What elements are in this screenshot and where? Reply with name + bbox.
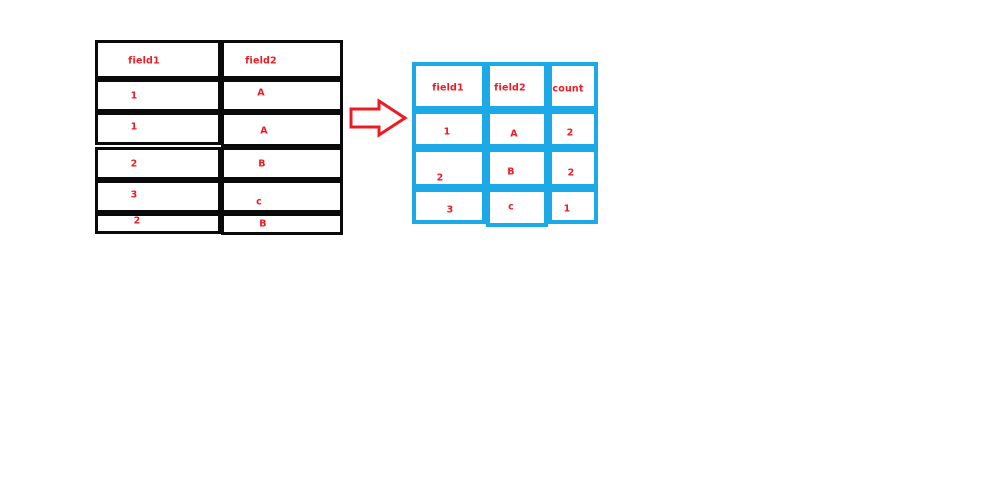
source-cell-r1c0: 1 xyxy=(130,121,138,133)
result-cell-r0c1: A xyxy=(510,128,518,140)
table-row xyxy=(95,213,221,234)
table-row xyxy=(486,148,548,188)
result-cell-r0c2: 2 xyxy=(566,127,574,139)
table-row xyxy=(412,110,486,148)
table-cell xyxy=(221,40,343,79)
source-cell-r4c0: 2 xyxy=(133,215,141,227)
table-cell xyxy=(486,62,548,110)
source-cell-r2c0: 2 xyxy=(130,158,138,170)
source-cell-r0c0: 1 xyxy=(130,90,138,102)
table-row xyxy=(95,79,221,112)
result-cell-r1c2: 2 xyxy=(567,167,575,179)
table-row xyxy=(221,180,343,213)
table-row xyxy=(221,112,343,147)
table-row xyxy=(221,79,343,112)
table-row xyxy=(221,213,343,235)
result-header-count: count xyxy=(552,83,584,95)
table-row xyxy=(221,147,343,180)
result-header-field1: field1 xyxy=(432,82,464,94)
source-cell-r3c0: 3 xyxy=(130,189,138,201)
result-cell-r2c1: c xyxy=(508,201,514,213)
table-cell xyxy=(548,62,598,110)
table-row xyxy=(95,112,221,145)
table-row xyxy=(486,188,548,227)
table-row xyxy=(548,148,598,188)
table-row xyxy=(412,148,486,188)
source-header-field1: field1 xyxy=(128,55,160,67)
table-cell xyxy=(95,40,221,79)
result-header-field2: field2 xyxy=(494,82,526,94)
result-cell-r1c0: 2 xyxy=(436,172,444,184)
table-row xyxy=(548,188,598,224)
source-cell-r0c1: A xyxy=(257,87,265,99)
table-row xyxy=(486,110,548,148)
result-cell-r2c0: 3 xyxy=(446,204,454,216)
source-cell-r2c1: B xyxy=(258,158,266,170)
table-row xyxy=(95,180,221,213)
source-header-field2: field2 xyxy=(245,55,277,67)
arrow-right-icon xyxy=(349,98,408,138)
source-cell-r4c1: B xyxy=(259,218,267,230)
table-cell xyxy=(412,62,486,110)
table-row xyxy=(412,188,486,224)
table-row xyxy=(548,110,598,148)
source-cell-r3c1: c xyxy=(256,196,262,208)
result-cell-r0c0: 1 xyxy=(443,126,451,138)
result-cell-r1c1: B xyxy=(507,166,515,178)
table-row xyxy=(95,147,221,180)
transform-arrow-icon xyxy=(349,98,409,138)
result-cell-r2c2: 1 xyxy=(563,203,571,215)
source-cell-r1c1: A xyxy=(260,125,268,137)
